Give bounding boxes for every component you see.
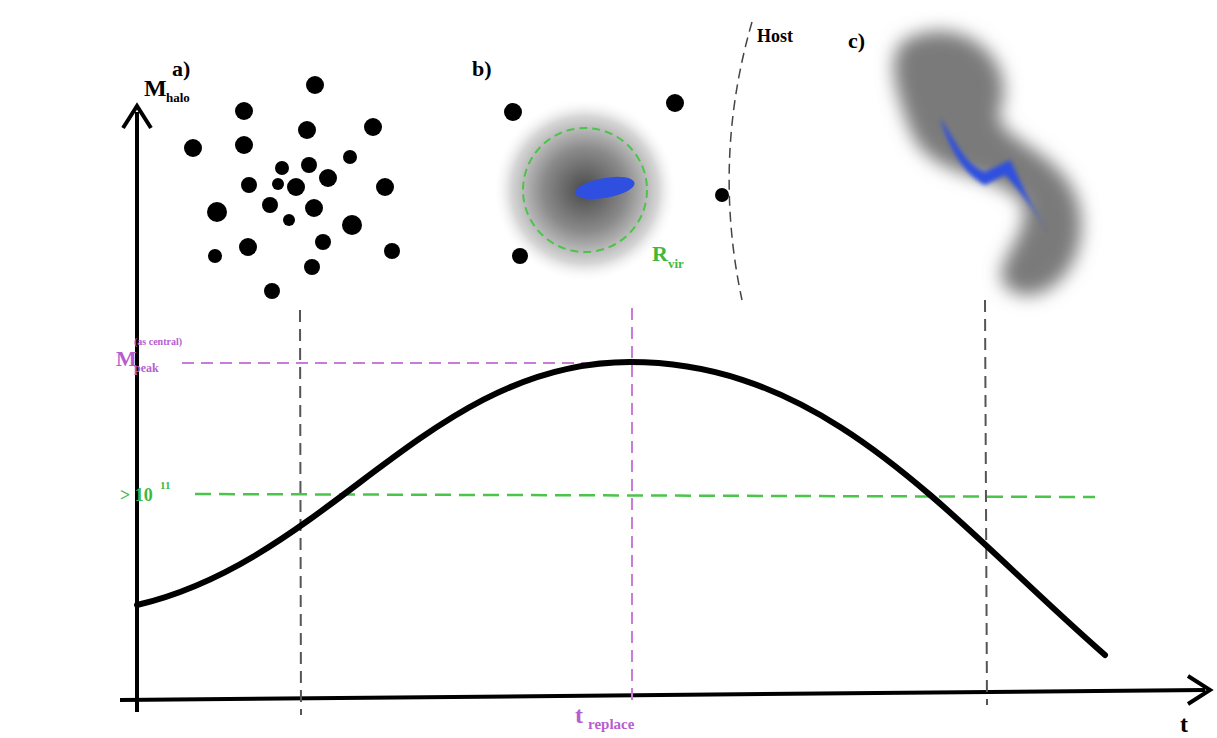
- stripped-halo: [894, 31, 1082, 295]
- panel-letter: c): [848, 30, 865, 52]
- radius-subscript: vir: [668, 257, 684, 270]
- peak-superscript: (as central): [134, 337, 182, 347]
- axis-symbol: M: [144, 76, 167, 100]
- time-symbol: t: [575, 703, 583, 727]
- threshold-exponent: 11: [160, 480, 170, 491]
- stripped-galaxy: [940, 118, 1050, 235]
- virial-radius: [523, 128, 647, 252]
- host-label: Host: [757, 27, 793, 45]
- mass-curve: [137, 362, 1105, 655]
- peak-subscript: peak: [134, 362, 159, 374]
- host-boundary: [729, 22, 752, 300]
- axes: [120, 106, 1210, 712]
- threshold-value: > 10: [120, 486, 153, 504]
- radius-symbol: R: [652, 243, 668, 265]
- axis-symbol: t: [1180, 712, 1188, 736]
- panel-letter: a): [172, 58, 190, 80]
- dark-matter-clumps: [184, 76, 400, 299]
- axis-subscript: halo: [166, 91, 190, 104]
- time-subscript: replace: [588, 717, 634, 732]
- dark-matter-halo: [493, 98, 677, 282]
- galaxy: [574, 173, 637, 203]
- panel-letter: b): [472, 58, 492, 80]
- peak-symbol: M: [116, 348, 137, 370]
